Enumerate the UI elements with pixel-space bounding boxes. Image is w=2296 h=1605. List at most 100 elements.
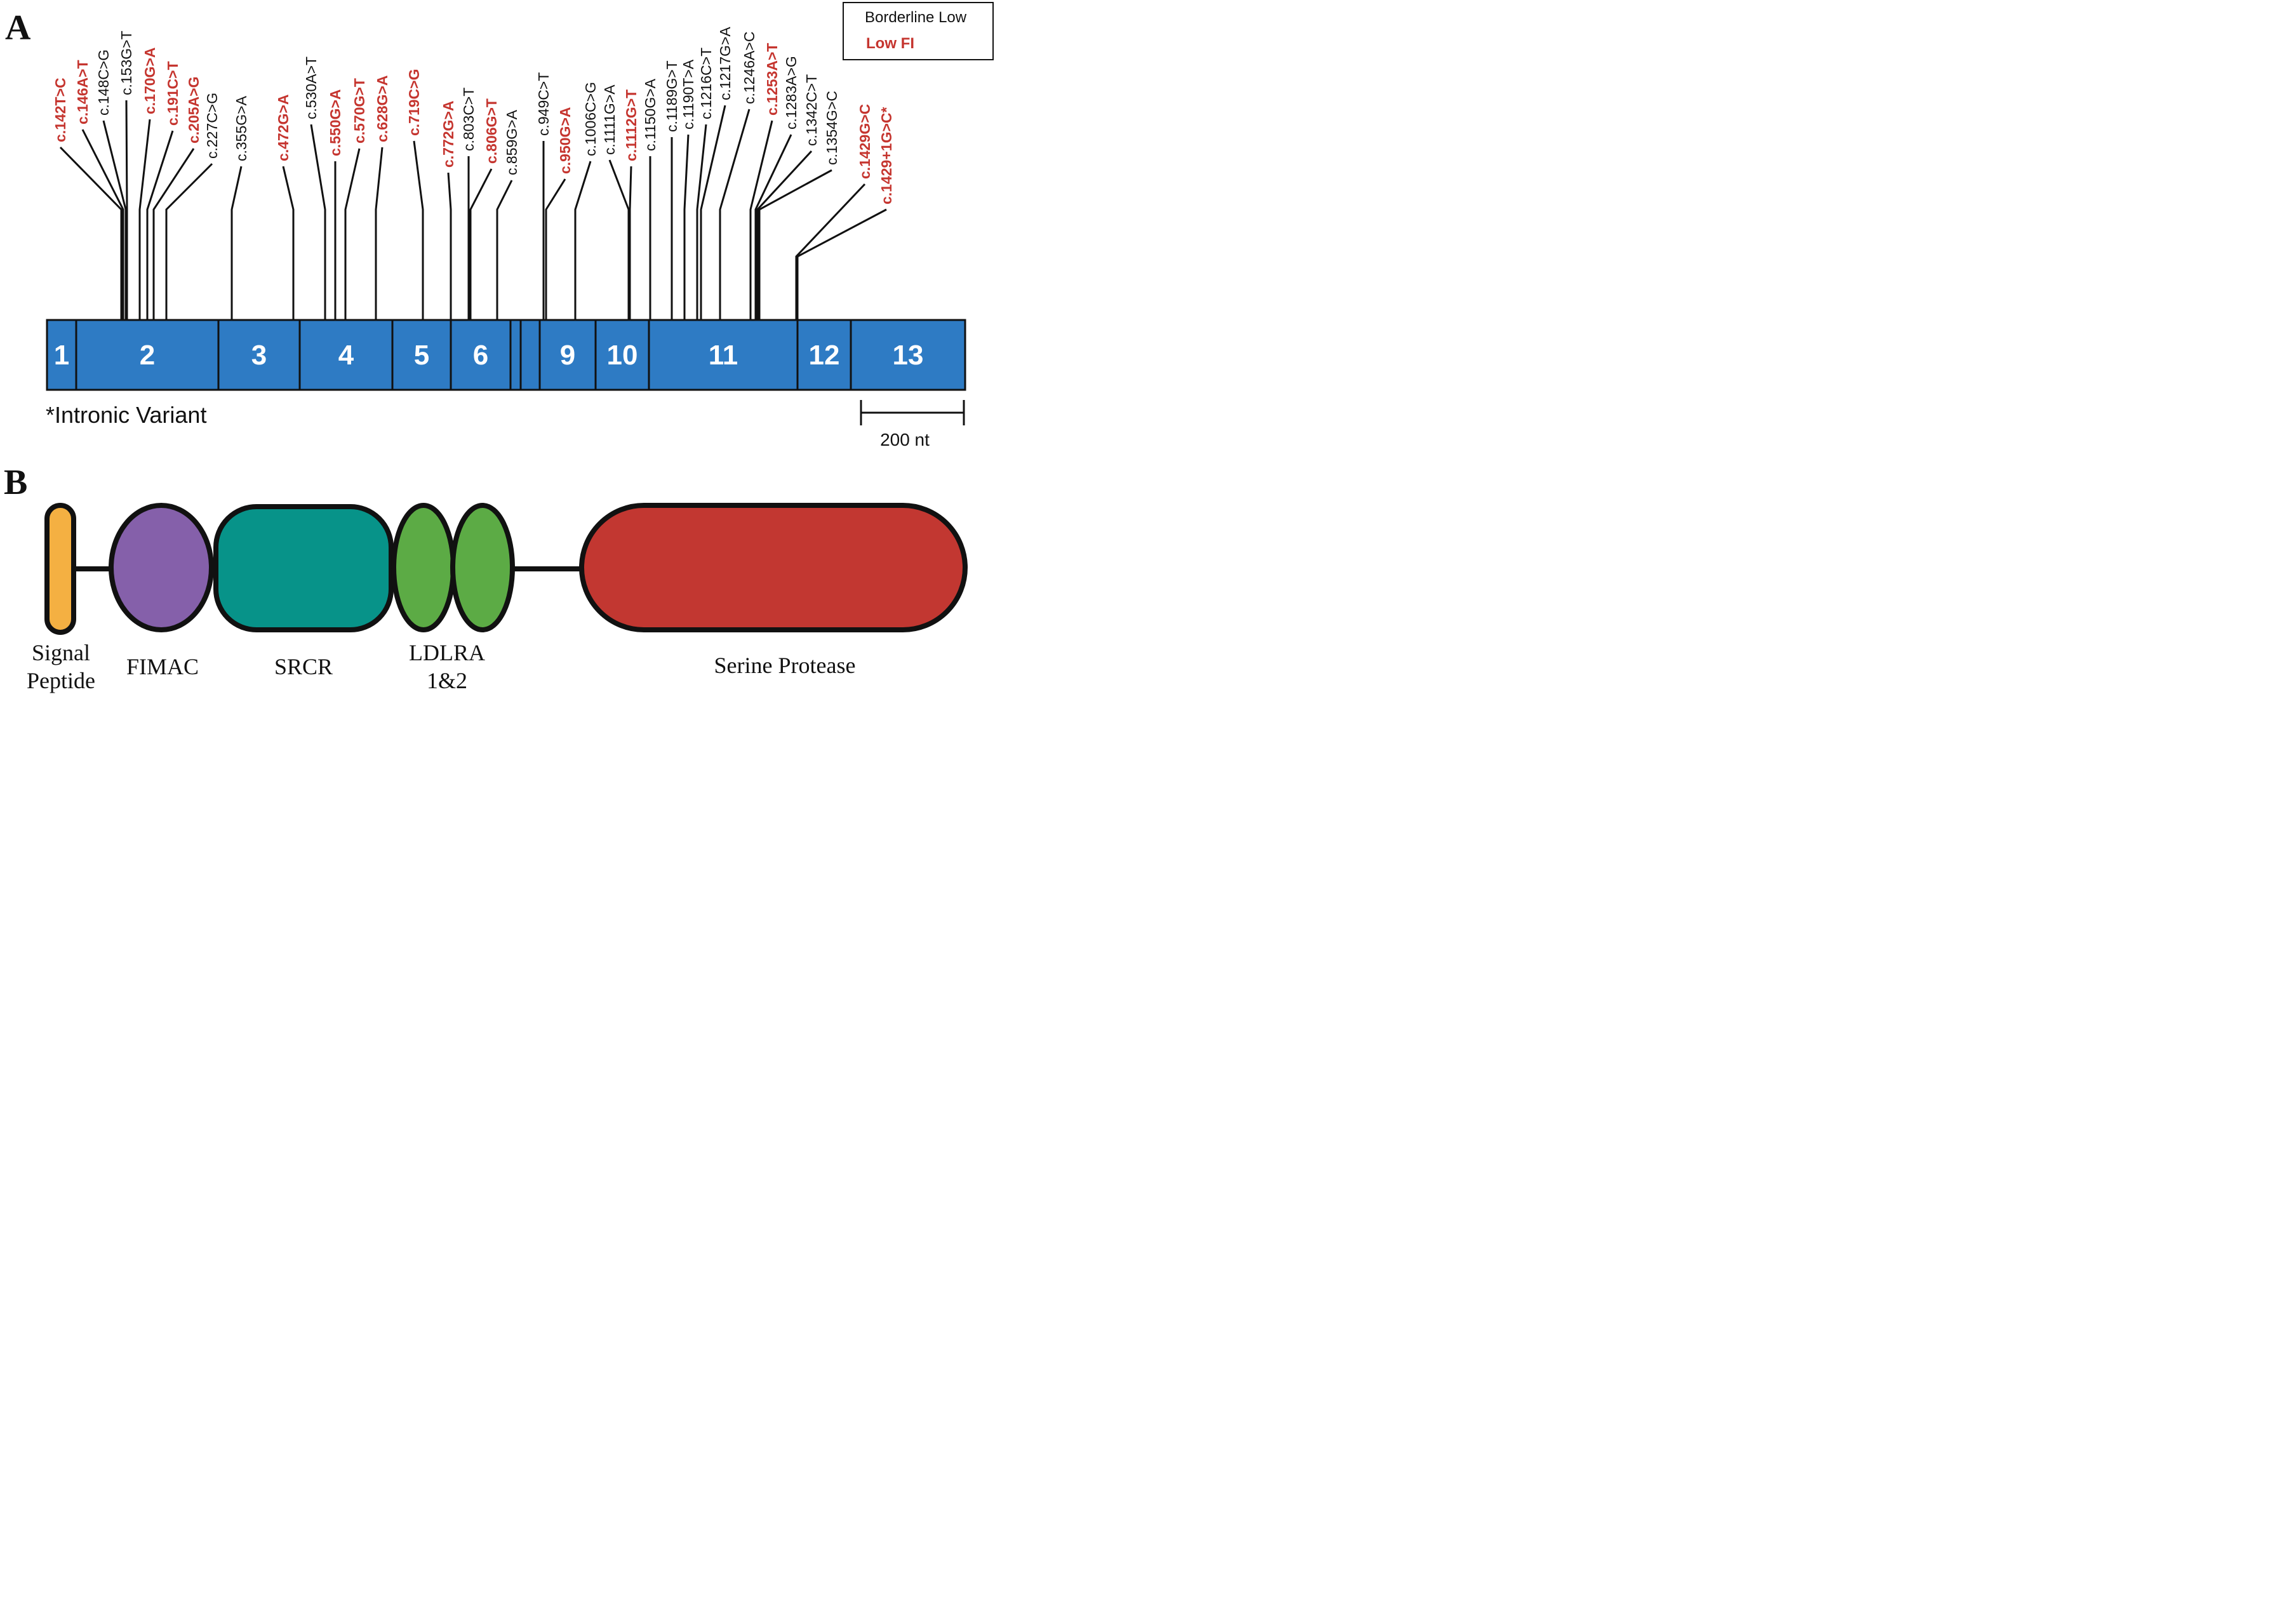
variant-leader-line [413, 140, 424, 320]
variant-label: c.530A>T [303, 57, 319, 119]
ldlra-2-domain [450, 503, 515, 632]
variant-label: c.205A>G [185, 77, 202, 144]
exon-4-label: 4 [338, 340, 354, 371]
srcr-label: SRCR [274, 654, 333, 679]
exon-3-label: 3 [251, 340, 267, 371]
signal-peptide-label-line2: Peptide [27, 668, 95, 693]
variant-label: c.950G>A [557, 107, 573, 175]
variant-label: c.803C>T [460, 88, 477, 151]
variant-label: c.859G>A [504, 109, 520, 175]
intronic-footnote: *Intronic Variant [46, 402, 206, 428]
variant-label: c.1429G>C [857, 104, 873, 179]
ldlra-1-domain [391, 503, 456, 632]
exon-13-label: 13 [893, 340, 924, 371]
variant-label: c.1429+1G>C* [878, 107, 895, 204]
variant-leader-line [165, 163, 213, 320]
variant-leader-line [310, 124, 326, 320]
variant-label: c.1111G>A [601, 84, 618, 155]
variant-leader-line [125, 100, 128, 320]
variant-label: c.1354G>C [824, 91, 840, 165]
variant-leader-line [138, 119, 151, 320]
variant-label: c.355G>A [233, 95, 250, 161]
variant-label: c.1217G>A [717, 27, 733, 100]
signal-peptide-label-line1: Signal [32, 640, 90, 665]
variant-label: c.1190T>A [680, 59, 697, 130]
exon-12-label: 12 [809, 340, 840, 371]
scale-bar: 200 nt [860, 400, 965, 450]
variant-label: c.949C>T [535, 72, 552, 136]
variant-label: c.146A>T [74, 60, 91, 124]
exon-6-label: 6 [473, 340, 488, 371]
variant-label: c.170G>A [142, 48, 158, 115]
ldlra-label-line1: LDLRA [409, 640, 485, 665]
panel-b-label: B [4, 463, 27, 502]
variant-label: c.806G>T [483, 98, 500, 164]
ldlra-label-line2: 1&2 [427, 668, 467, 693]
signal-peptide-domain [44, 503, 76, 635]
variant-leader-line [102, 120, 127, 320]
legend-low-fi: Low FI [866, 35, 914, 52]
variant-label: c.1216C>T [698, 48, 714, 119]
variant-leader-line [152, 148, 195, 320]
variant-leader-line [700, 105, 726, 320]
variant-leader-line [796, 208, 887, 320]
variant-leader-line [749, 120, 773, 320]
serine-protease-domain [579, 503, 968, 632]
variant-label: c.1112G>T [623, 90, 639, 161]
exon-bar-outline [46, 319, 966, 391]
variant-lines [59, 100, 887, 320]
variant-leader-line [469, 168, 493, 320]
variant-leader-line [629, 166, 632, 320]
variant-leader-line [81, 129, 124, 320]
variant-leader-line [683, 134, 690, 320]
variant-label: c.142T>C [52, 77, 69, 142]
legend-box [843, 2, 994, 60]
exon-11-label: 11 [709, 340, 738, 371]
variant-label: c.148C>G [95, 50, 112, 116]
variant-leader-line [230, 166, 243, 320]
variant-label: c.628G>A [374, 76, 390, 143]
variant-leader-line [574, 161, 592, 320]
variant-label: c.227C>G [204, 93, 220, 159]
exon-1-label: 1 [54, 340, 69, 371]
variant-leader-line [146, 130, 174, 320]
variant-leader-line [608, 159, 630, 320]
variant-label: c.1283A>G [783, 56, 799, 130]
variant-leader-line [795, 183, 866, 320]
variant-label: c.153G>T [118, 30, 135, 95]
variant-label: c.570G>T [351, 78, 368, 143]
variant-leader-line [758, 169, 832, 320]
serine-protease-label: Serine Protease [714, 653, 856, 678]
exon-5-label: 5 [414, 340, 429, 371]
variant-label: c.719C>G [406, 69, 422, 137]
legend: Borderline Low Low FI [843, 2, 994, 60]
legend-borderline-low: Borderline Low [865, 9, 967, 26]
variant-leader-line [447, 172, 452, 320]
fimac-label: FIMAC [126, 654, 199, 679]
variant-label: c.1246A>C [741, 32, 758, 104]
variant-label: c.550G>A [327, 90, 344, 157]
variant-leader-line [696, 124, 707, 320]
srcr-domain [213, 504, 394, 632]
exon-9-label: 9 [560, 340, 575, 371]
fimac-domain [109, 503, 214, 632]
scale-bar-label: 200 nt [880, 430, 930, 450]
variant-leader-line [344, 148, 361, 320]
variant-leader-line [59, 146, 123, 320]
variant-leader-line [496, 180, 513, 320]
panel-b: B Signal Peptide FIMAC SRCR LDLRA 1&2 Se… [4, 463, 968, 693]
variant-label: c.472G>A [275, 95, 291, 162]
variant-leader-line [375, 147, 384, 320]
variant-leader-line [754, 134, 792, 320]
variant-label: c.1253A>T [764, 43, 780, 116]
variant-leader-line [282, 166, 295, 320]
variant-leader-line [756, 150, 813, 320]
variant-leader-line [545, 178, 566, 320]
variant-label: c.772G>A [440, 101, 457, 168]
exon-2-label: 2 [140, 340, 155, 371]
variant-label: c.1150G>A [642, 78, 658, 151]
